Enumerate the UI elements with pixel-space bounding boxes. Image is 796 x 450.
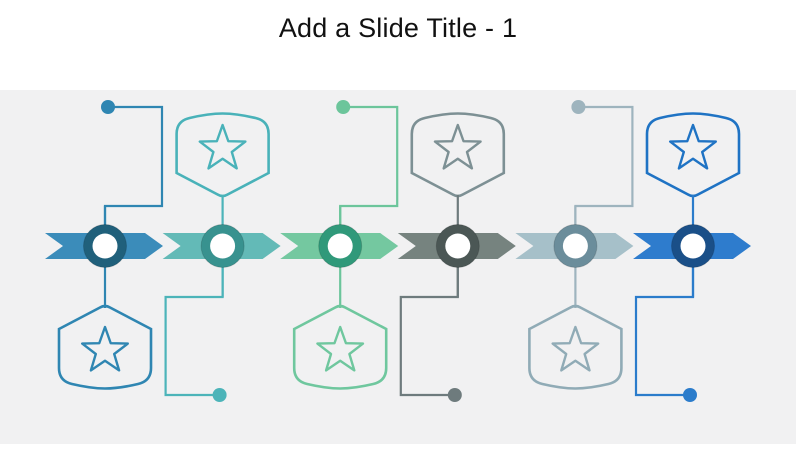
marker-center (327, 233, 353, 259)
connector-dot (683, 388, 697, 402)
slide-title: Add a Slide Title - 1 (278, 13, 518, 43)
timeline-item (397, 112, 516, 402)
connector-dot (212, 388, 227, 402)
connector-dot (571, 100, 586, 114)
timeline-item (633, 112, 751, 402)
connector-dot (101, 100, 115, 114)
connector-dot (336, 100, 351, 114)
marker-center (210, 233, 236, 259)
timeline-item (515, 100, 634, 390)
marker-center (92, 233, 118, 259)
timeline-item (162, 112, 281, 402)
timeline-item (280, 100, 399, 390)
connector-dot (447, 388, 462, 402)
marker-center (680, 233, 706, 259)
marker-center (562, 233, 588, 259)
timeline-item (45, 100, 164, 390)
marker-center (445, 233, 471, 259)
